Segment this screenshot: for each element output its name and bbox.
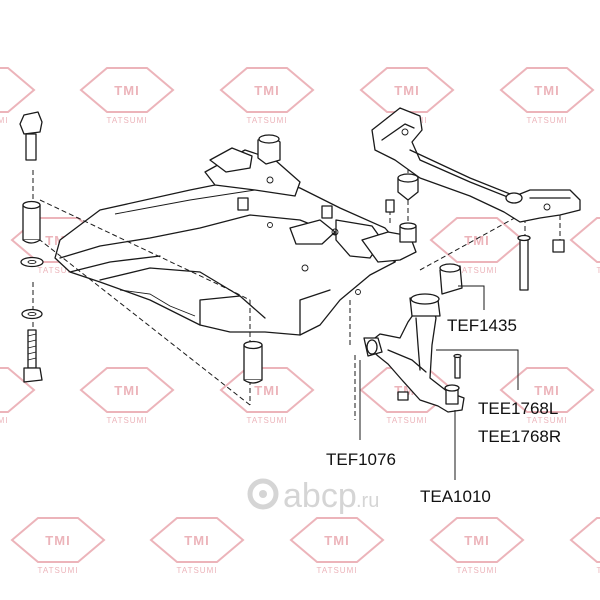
tatsumi-watermark-logo: TMI TATSUMI — [0, 67, 36, 125]
tatsumi-brand-text: TATSUMI — [597, 566, 600, 575]
tatsumi-badge-text: TMI — [254, 383, 279, 398]
callout-tef1435: TEF1435 — [447, 316, 517, 335]
tatsumi-badge-text: TMI — [254, 83, 279, 98]
tatsumi-brand-text: TATSUMI — [247, 116, 288, 125]
stabilizer-crossmember — [371, 107, 581, 291]
tatsumi-badge-text: TMI — [0, 383, 1, 398]
tatsumi-watermark-logo: TMI TATSUMI — [79, 67, 175, 125]
tatsumi-brand-text: TATSUMI — [597, 266, 600, 275]
tatsumi-watermark-logo: TMI TATSUMI — [289, 517, 385, 575]
tatsumi-watermark-logo: TMI TATSUMI — [499, 367, 595, 425]
callout-tea1010: TEA1010 — [420, 487, 491, 506]
tatsumi-brand-text: TATSUMI — [38, 266, 79, 275]
tatsumi-brand-text: TATSUMI — [107, 116, 148, 125]
left-mounting-hardware — [19, 111, 44, 383]
tatsumi-badge-text: TMI — [184, 533, 209, 548]
tatsumi-brand-text: TATSUMI — [457, 566, 498, 575]
part-callouts: TEF1435 TEE1768L TEE1768R TEF1076 TEA101… — [326, 316, 561, 506]
tatsumi-brand-text: TATSUMI — [0, 416, 8, 425]
tatsumi-badge-text: TMI — [0, 83, 1, 98]
tatsumi-brand-text: TATSUMI — [387, 416, 428, 425]
tatsumi-badge-text: TMI — [534, 83, 559, 98]
tatsumi-badge-text: TMI — [394, 83, 419, 98]
subframe-mount-bushings — [22, 173, 419, 384]
tatsumi-brand-text: TATSUMI — [527, 116, 568, 125]
lower-control-arm — [363, 263, 465, 413]
site-watermark: abcp .ru — [247, 477, 379, 515]
tatsumi-brand-text: TATSUMI — [38, 566, 79, 575]
callout-leaders — [359, 285, 519, 480]
tatsumi-brand-text: TATSUMI — [317, 566, 358, 575]
tatsumi-brand-text: TATSUMI — [457, 266, 498, 275]
tatsumi-brand-text: TATSUMI — [107, 416, 148, 425]
callout-tef1076: TEF1076 — [326, 450, 396, 469]
tatsumi-badge-text: TMI — [45, 533, 70, 548]
tatsumi-badge-text: TMI — [464, 233, 489, 248]
tatsumi-badge-text: TMI — [534, 383, 559, 398]
tatsumi-watermark-logo: TMI TATSUMI — [219, 67, 315, 125]
tatsumi-badge-text: TMI — [114, 83, 139, 98]
tatsumi-watermark-logo: TMI TATSUMI — [10, 517, 106, 575]
callout-tee1768r: TEE1768R — [478, 427, 561, 446]
tatsumi-badge-text: TMI — [464, 533, 489, 548]
tatsumi-watermark-logo: TMI TATSUMI — [499, 67, 595, 125]
tatsumi-brand-text: TATSUMI — [527, 416, 568, 425]
tatsumi-brand-text: TATSUMI — [0, 116, 8, 125]
tatsumi-watermark-logo: TMI TATSUMI — [149, 517, 245, 575]
tatsumi-brand-text: TATSUMI — [247, 416, 288, 425]
tatsumi-badge-text: TMI — [324, 533, 349, 548]
tatsumi-badge-text: TMI — [114, 383, 139, 398]
site-watermark-suffix: .ru — [356, 490, 379, 512]
tatsumi-watermark-logo: TMI TATSUMI — [0, 367, 36, 425]
site-watermark-main: abcp — [283, 477, 357, 515]
front-subframe — [54, 134, 417, 336]
tatsumi-watermark-logo: TMI TATSUMI — [219, 367, 315, 425]
tatsumi-brand-text: TATSUMI — [177, 566, 218, 575]
callout-tee1768l: TEE1768L — [478, 399, 558, 418]
tatsumi-watermark-logo: TMI TATSUMI — [429, 517, 525, 575]
tatsumi-watermark-logo: TMI TATSUMI — [79, 367, 175, 425]
